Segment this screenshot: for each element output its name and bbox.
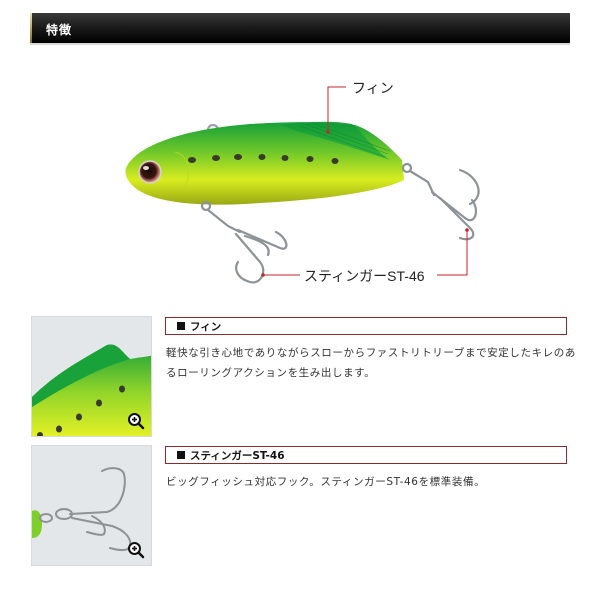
lure-illustration xyxy=(125,86,480,284)
callout-fin-label: フィン xyxy=(352,80,394,96)
square-bullet-icon xyxy=(177,451,185,459)
fin-thumbnail[interactable] xyxy=(31,316,152,437)
square-bullet-icon xyxy=(177,322,185,330)
lure-diagram: フィン スティンガーST-46 xyxy=(0,50,600,300)
zoom-in-icon[interactable] xyxy=(127,412,145,430)
stinger-thumbnail[interactable] xyxy=(31,445,152,566)
feature-description-stinger: ビッグフィッシュ対応フック。スティンガーST-46を標準装備。 xyxy=(166,476,486,488)
feature-heading-fin: フィン xyxy=(165,317,567,335)
zoom-in-icon[interactable] xyxy=(127,541,145,559)
section-title: 特徴 xyxy=(46,23,73,37)
feature-heading-text: フィン xyxy=(190,321,222,333)
feature-heading-text: スティンガーST-46 xyxy=(190,450,285,462)
feature-description-fin: 軽快な引き心地でありながらスローからファストリトリーブまで安定したキレのあるロー… xyxy=(166,347,576,379)
section-header: 特徴 xyxy=(30,13,570,45)
fin-closeup-image xyxy=(32,344,151,436)
feature-heading-stinger: スティンガーST-46 xyxy=(165,446,567,464)
callout-stinger-label: スティンガーST-46 xyxy=(304,268,425,284)
